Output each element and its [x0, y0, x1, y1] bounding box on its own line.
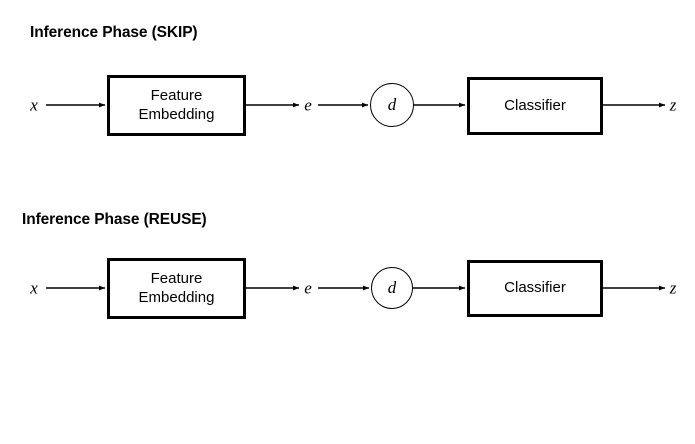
section-title-skip: Inference Phase (SKIP)	[30, 24, 198, 41]
feature-embedding-label-line2-reuse: Embedding	[138, 288, 215, 306]
feature-embedding-label-reuse: Feature Embedding	[139, 270, 215, 307]
classifier-label-reuse: Classifier	[504, 279, 566, 297]
output-variable-label-reuse: z	[669, 278, 677, 298]
feature-embedding-box-reuse[interactable]: Feature Embedding	[107, 258, 246, 319]
feature-embedding-label-line1-skip: Feature	[150, 87, 203, 105]
embedding-variable-label-reuse: e	[304, 278, 312, 298]
classifier-label-skip: Classifier	[504, 96, 566, 114]
output-variable-label-skip: z	[669, 95, 677, 115]
classifier-box-reuse[interactable]: Classifier	[467, 260, 603, 317]
input-variable-label-reuse: x	[30, 278, 38, 298]
feature-embedding-label-skip: Feature Embedding	[139, 87, 215, 124]
feature-embedding-box-skip[interactable]: Feature Embedding	[107, 75, 246, 136]
feature-embedding-label-line1-reuse: Feature	[150, 270, 203, 288]
section-title-reuse: Inference Phase (REUSE)	[22, 211, 207, 228]
feature-embedding-label-line2-skip: Embedding	[138, 105, 215, 123]
decision-node-circle-skip[interactable]: d	[370, 83, 414, 127]
embedding-variable-label-skip: e	[304, 95, 312, 115]
classifier-box-skip[interactable]: Classifier	[467, 77, 603, 135]
input-variable-label-skip: x	[30, 95, 38, 115]
decision-node-label-reuse: d	[387, 278, 397, 297]
decision-node-label-skip: d	[387, 95, 397, 114]
decision-node-circle-reuse[interactable]: d	[371, 267, 413, 309]
